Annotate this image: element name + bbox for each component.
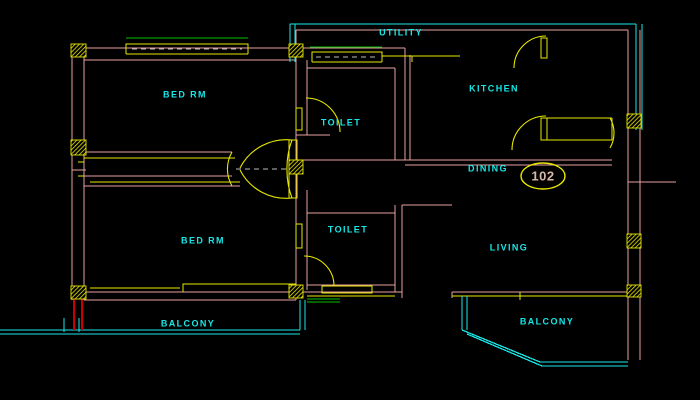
door-swing-arcs [226, 35, 615, 287]
door-swing-toilet-top [305, 97, 341, 133]
column-center [288, 159, 304, 175]
window-sill-bedroom-top [125, 43, 249, 54]
door-swing-center-upper [239, 139, 293, 169]
door-jamb-kitchen [540, 37, 548, 59]
red-wall-segment [73, 296, 83, 330]
column-nw [70, 43, 87, 58]
balcony-rail-right-chamfer-a [461, 329, 541, 363]
label-dining: DINING [468, 163, 508, 173]
column-ne [626, 113, 642, 129]
dashed-reference-lines [132, 48, 378, 170]
structural-columns [70, 43, 642, 300]
cyan-balcony-rails [0, 23, 643, 367]
label-bed-room-bottom: BED RM [181, 235, 225, 245]
green-glazing-lines [126, 37, 382, 303]
balcony-rail-right-chamfer-b [466, 333, 543, 367]
label-toilet-bottom: TOILET [328, 224, 368, 234]
column-se [626, 233, 642, 249]
unit-number-ellipse [520, 162, 566, 190]
door-swing-center-bow [286, 139, 293, 199]
door-swing-kitchen [513, 35, 547, 69]
room-labels: BED RM BED RM UTILITY KITCHEN TOILET TOI… [161, 27, 574, 328]
door-swing-center-left [226, 151, 233, 187]
label-utility: UTILITY [379, 27, 423, 37]
toilet-bottom-fixture [321, 285, 373, 294]
door-swing-center-lower [239, 169, 293, 199]
yellow-detail-lines [78, 37, 628, 300]
unit-number-badge[interactable]: 102 [520, 162, 566, 190]
label-bed-room-top: BED RM [163, 89, 207, 99]
column-w-mid [70, 139, 87, 156]
label-living: LIVING [490, 242, 528, 252]
column-bottom-mid [288, 284, 304, 299]
window-sill-utility [311, 51, 383, 62]
door-jamb-toilet-bottom [295, 223, 303, 249]
door-swing-toilet-bottom [303, 255, 335, 287]
door-swing-entry [609, 117, 615, 149]
label-balcony-left: BALCONY [161, 318, 215, 328]
column-se-lower [626, 284, 642, 298]
label-toilet-top: TOILET [321, 117, 361, 127]
column-top-mid [288, 43, 304, 58]
door-jamb-dining [540, 117, 548, 141]
door-jamb-toilet-top [295, 107, 303, 131]
door-swing-dining [511, 115, 547, 151]
wall-network [71, 29, 641, 360]
label-kitchen: KITCHEN [469, 83, 519, 93]
leader-lines [0, 169, 676, 335]
label-balcony-right: BALCONY [520, 316, 574, 326]
column-sw [70, 285, 87, 300]
unit-number-text: 102 [531, 168, 554, 183]
window-sill-bedroom-bottom [182, 283, 296, 292]
